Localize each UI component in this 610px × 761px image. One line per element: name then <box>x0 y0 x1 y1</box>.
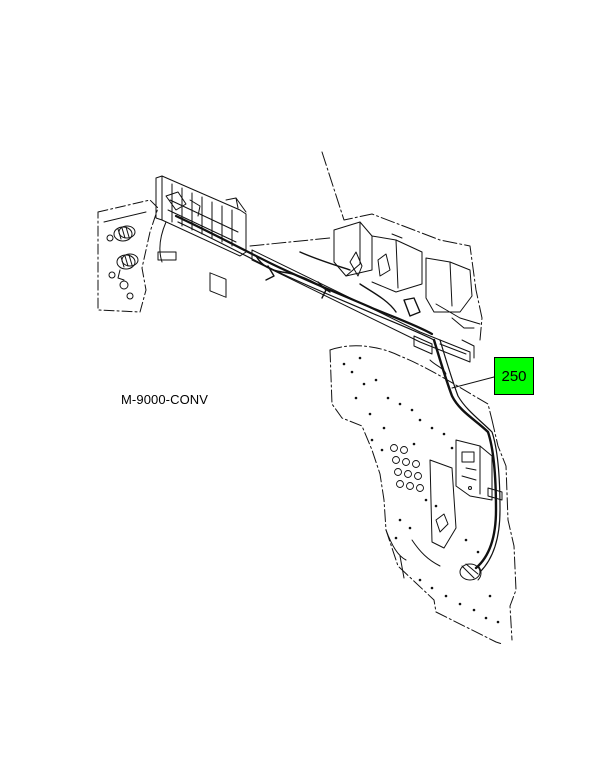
harness-branches <box>255 251 421 317</box>
harness-clip <box>487 487 503 501</box>
switch-module-group <box>333 221 481 329</box>
harness-tie <box>429 359 447 375</box>
fuse-relay-block <box>155 175 247 298</box>
panel-small-holes <box>342 356 500 624</box>
callout-leader-line <box>451 376 495 389</box>
knob-upper <box>113 225 136 242</box>
side-panel <box>329 345 517 645</box>
knob-lower <box>116 253 139 270</box>
main-harness <box>174 214 435 341</box>
control-module <box>455 439 493 501</box>
model-label: M-9000-CONV <box>121 392 209 407</box>
mounting-rail <box>251 249 475 363</box>
panel-hole-grid <box>390 444 424 492</box>
left-bracket-plate <box>97 199 159 313</box>
end-connector <box>459 563 482 581</box>
pigtail-connector <box>157 221 177 263</box>
callout-number: 250 <box>501 367 527 385</box>
cab-wall-outline <box>249 151 483 341</box>
callout-250-box[interactable]: 250 <box>494 357 534 395</box>
descending-harness <box>432 338 501 573</box>
